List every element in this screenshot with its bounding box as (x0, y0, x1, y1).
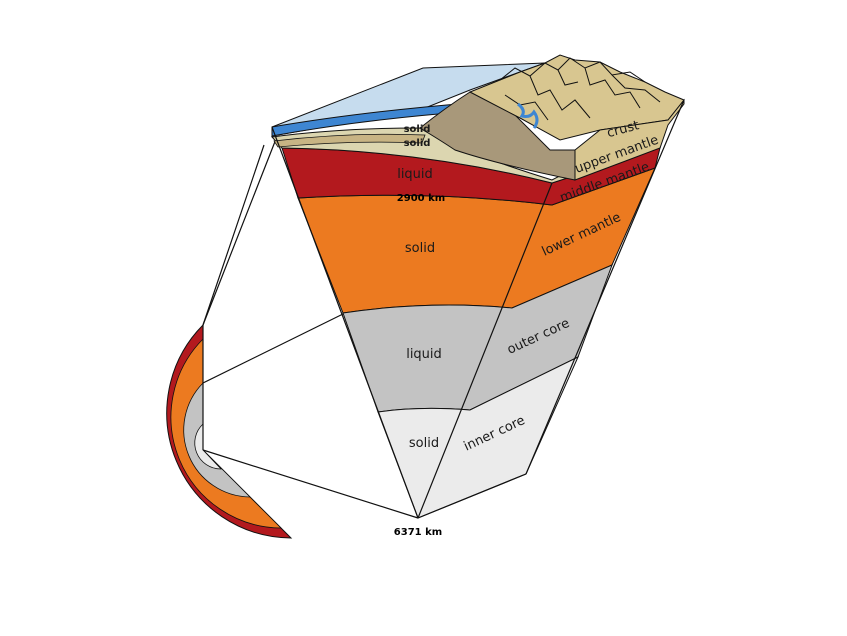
layer-crust-side (574, 98, 685, 181)
label-solid-inner-core: solid (409, 436, 439, 451)
layer-solid-thin (273, 133, 426, 148)
label-depth-2900: 2900 km (397, 193, 445, 204)
label-depth-center: 6371 km (394, 527, 442, 538)
river (517, 102, 539, 129)
wedge-state-labels: solid solid liquid 2900 km solid liquid … (394, 124, 445, 538)
wedge-outline (271, 99, 685, 519)
cross-section-outer-core (183, 382, 251, 498)
surface-mountain-slope (419, 91, 602, 181)
mountain-ridges (499, 57, 661, 121)
earth-layer-wedge (270, 54, 685, 519)
cross-section-inner-core (194, 423, 222, 470)
label-liquid-mantle: liquid (397, 167, 433, 182)
label-solid-top-1: solid (404, 124, 431, 135)
cross-section-lower-mantle (170, 338, 282, 529)
label-liquid-outer-core: liquid (406, 347, 442, 362)
label-solid-lower-mantle: solid (405, 241, 435, 256)
connector-lines (202, 138, 419, 519)
label-solid-top-2: solid (404, 138, 431, 149)
surface-crust-plateau (468, 54, 685, 141)
earth-cross-section (166, 323, 293, 539)
layer-inner-core (377, 355, 580, 519)
